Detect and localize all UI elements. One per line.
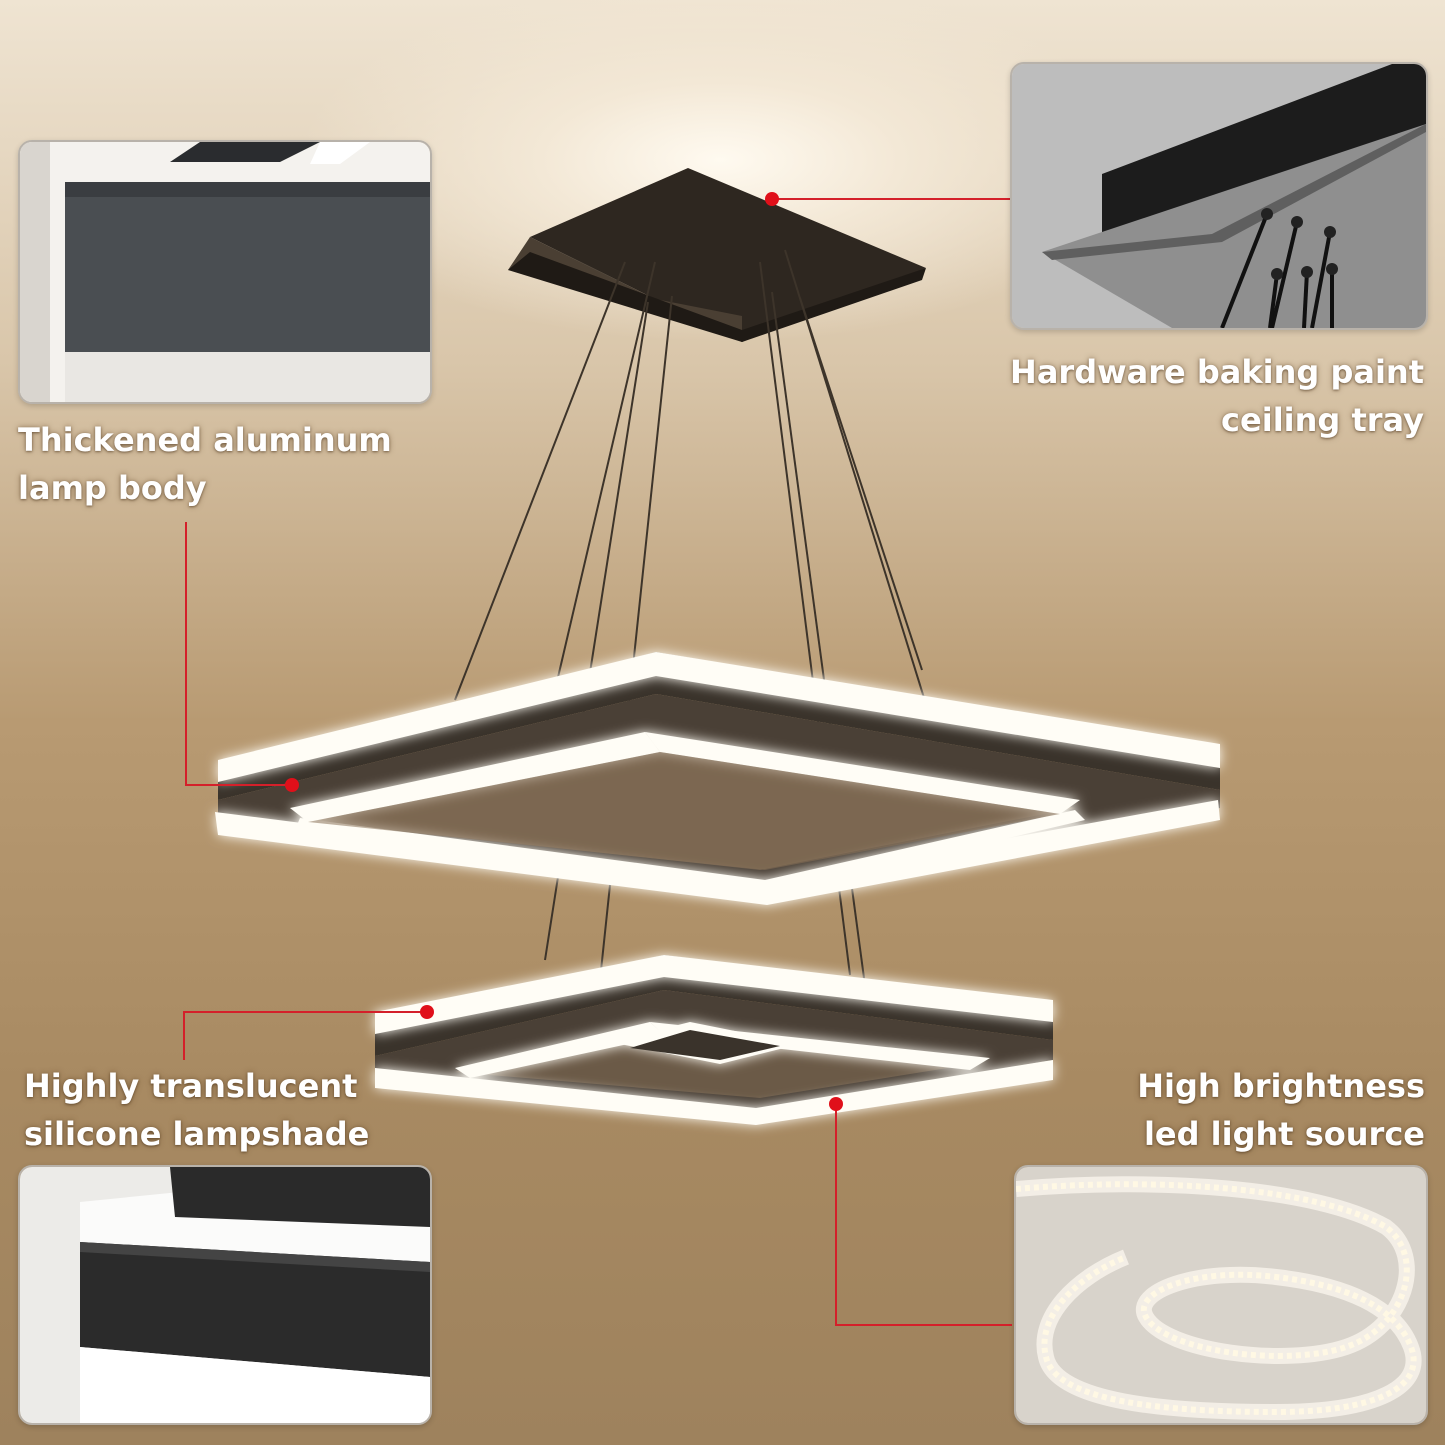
suspension-wires bbox=[454, 249, 966, 1061]
label-lampshade: Highly translucent silicone lampshade bbox=[24, 1062, 369, 1158]
callout-lines bbox=[183, 198, 1012, 1326]
ceiling-tray-inset bbox=[1010, 62, 1428, 330]
lampshade-closeup-icon bbox=[20, 1167, 430, 1423]
label-ceiling-tray-line1: Hardware baking paint bbox=[1010, 353, 1424, 391]
label-aluminum-body-line2: lamp body bbox=[18, 469, 207, 507]
label-led-source-line1: High brightness bbox=[1137, 1067, 1425, 1105]
aluminum-profile-closeup-icon bbox=[20, 142, 430, 402]
label-ceiling-tray: Hardware baking paint ceiling tray bbox=[1010, 348, 1424, 444]
ceiling-tray-closeup-icon bbox=[1012, 64, 1426, 328]
callout-dot-body bbox=[285, 778, 299, 792]
callout-dot-led bbox=[829, 1097, 843, 1111]
led-strip-closeup-icon bbox=[1016, 1167, 1426, 1423]
label-led-source: High brightness led light source bbox=[1137, 1062, 1425, 1158]
label-lampshade-line2: silicone lampshade bbox=[24, 1115, 370, 1153]
label-lampshade-line1: Highly translucent bbox=[24, 1067, 358, 1105]
ceiling-tray bbox=[508, 168, 926, 342]
label-led-source-line2: led light source bbox=[1143, 1115, 1425, 1153]
label-aluminum-body: Thickened aluminum lamp body bbox=[18, 416, 392, 512]
label-ceiling-tray-line2: ceiling tray bbox=[1221, 401, 1424, 439]
label-aluminum-body-line1: Thickened aluminum bbox=[18, 421, 392, 459]
callout-dot-tray bbox=[765, 192, 779, 206]
callout-dots bbox=[285, 192, 843, 1111]
lower-ring bbox=[375, 955, 1053, 1125]
led-strip-inset bbox=[1014, 1165, 1428, 1425]
callout-dot-lampshade bbox=[420, 1005, 434, 1019]
lampshade-inset bbox=[18, 1165, 432, 1425]
upper-ring bbox=[215, 652, 1220, 905]
aluminum-profile-inset bbox=[18, 140, 432, 404]
